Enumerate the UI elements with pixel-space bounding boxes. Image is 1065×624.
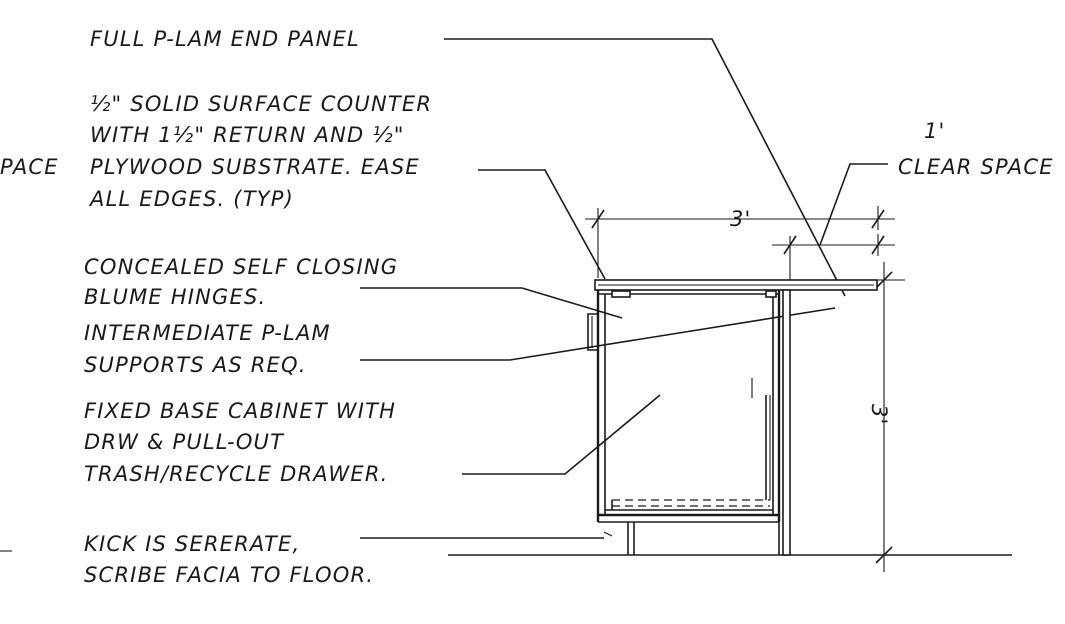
- leader-end-panel: [444, 38, 846, 297]
- dim-clearance-label: 1': [924, 119, 946, 143]
- hinge-front: [611, 290, 631, 298]
- leader-hinges: [360, 287, 623, 319]
- dim-width-tick-left: [591, 209, 605, 229]
- note-counter-line-3: PLYWOOD SUBSTRATE. EASE: [90, 155, 420, 179]
- pull-handle: [587, 313, 598, 351]
- note-kick-line-1: KICK IS SERERATE,: [84, 532, 300, 556]
- note-cabinet-line-3: TRASH/RECYCLE DRAWER.: [84, 462, 389, 486]
- dim-height-tick-top: [875, 271, 893, 289]
- note-supports-line-1: INTERMEDIATE P-LAM: [84, 321, 331, 345]
- note-counter-line-1: ½" SOLID SURFACE COUNTER: [90, 92, 432, 116]
- dim-width-tick-right: [871, 209, 885, 229]
- note-hinges-line-1: CONCEALED SELF CLOSING: [84, 255, 398, 279]
- leader-supports: [360, 307, 836, 361]
- note-kick-line-2: SCRIBE FACIA TO FLOOR.: [84, 563, 374, 587]
- note-clear-space: CLEAR SPACE: [898, 155, 1054, 179]
- note-hinges-line-2: BLUME HINGES.: [84, 285, 266, 309]
- dim-clearance-tick-left: [783, 235, 797, 255]
- note-supports-line-2: SUPPORTS AS REQ.: [84, 353, 307, 377]
- hinge-back: [765, 290, 777, 298]
- dim-height-tick-bottom: [875, 546, 893, 564]
- note-left-cut: PACE: [0, 155, 59, 179]
- note-cabinet-line-1: FIXED BASE CABINET WITH: [84, 399, 396, 423]
- dim-height-label: 3': [867, 404, 891, 426]
- note-counter-line-2: WITH 1½" RETURN AND ½": [90, 123, 405, 147]
- note-counter-line-4: ALL EDGES. (TYP): [88, 187, 294, 211]
- kick-arrow: [603, 531, 613, 537]
- dim-clearance-tick-right: [871, 235, 885, 255]
- note-end-panel: FULL P-LAM END PANEL: [90, 27, 360, 51]
- end-panel: [782, 289, 791, 556]
- leader-clear-space: [819, 163, 888, 246]
- leader-counter: [478, 169, 606, 280]
- note-cabinet-line-2: DRW & PULL-OUT: [84, 430, 285, 454]
- leader-cabinet: [462, 394, 661, 475]
